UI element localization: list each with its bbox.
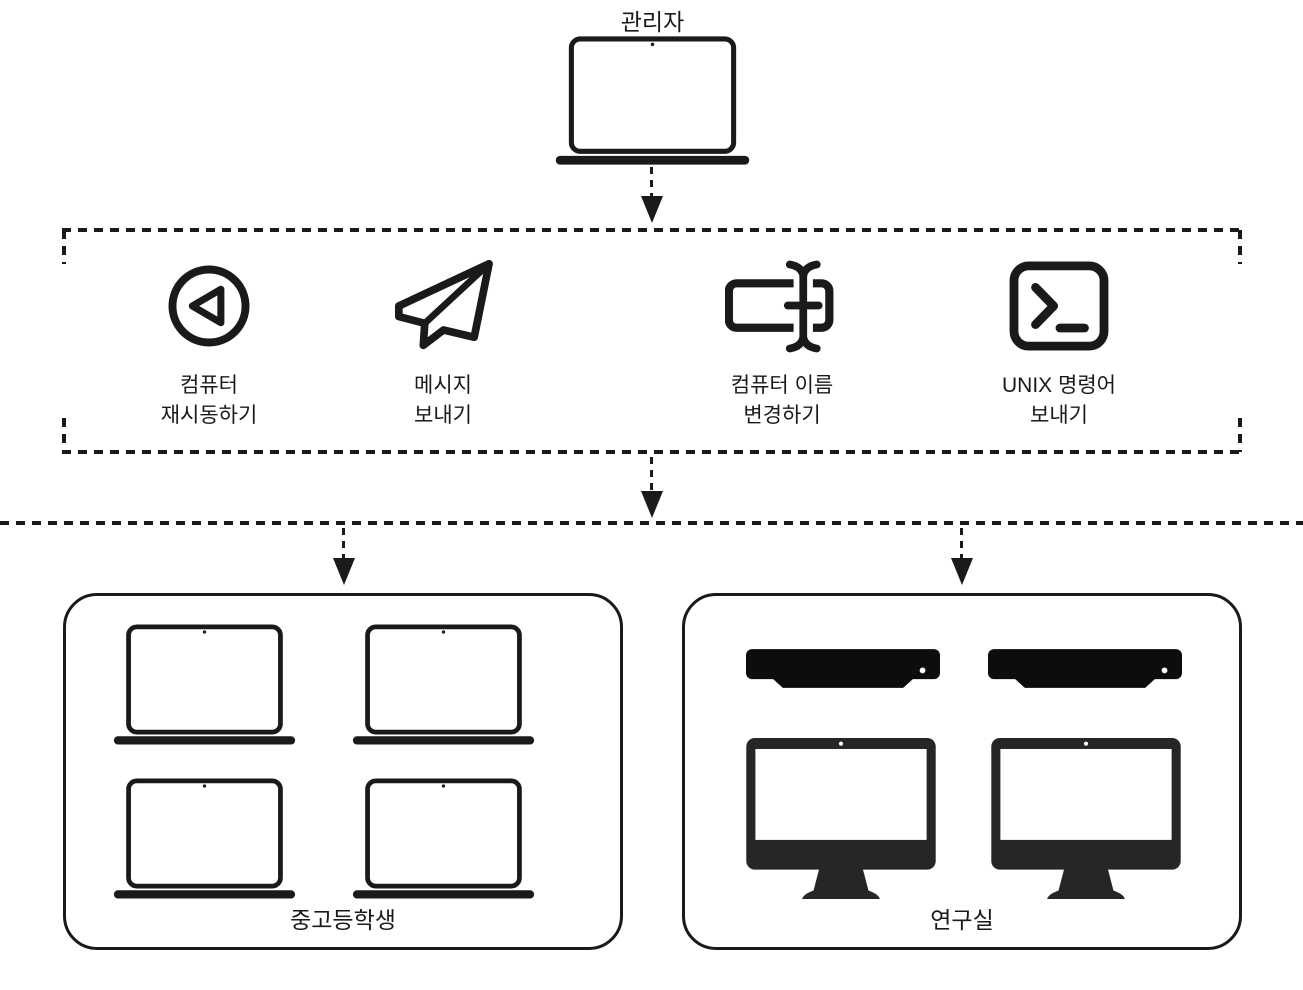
command-label: 컴퓨터 재시동하기 <box>160 374 258 427</box>
restart-icon <box>165 250 253 362</box>
student-laptop-icon <box>352 778 535 899</box>
admin-laptop-icon <box>553 36 752 165</box>
rename-icon <box>725 250 839 362</box>
mac-mini-icon <box>988 649 1182 688</box>
command-label: 메시지 보내기 <box>414 374 472 427</box>
students-group-label: 중고등학생 <box>290 907 396 933</box>
command-label: 컴퓨터 이름 변경하기 <box>730 374 834 427</box>
mac-mini-icon <box>746 649 940 688</box>
imac-icon <box>991 738 1181 899</box>
command-label: UNIX 명령어 보내기 <box>1002 374 1116 427</box>
commands-box-corner <box>62 230 66 264</box>
arrow-to-lab-group <box>960 528 963 560</box>
commands-box-top-border <box>62 228 1242 232</box>
command-send-unix: UNIX 명령어 보내기 <box>939 250 1179 446</box>
students-group-box: 중고등학생 <box>63 593 623 950</box>
network-divider-line <box>0 521 1303 525</box>
command-rename-computer: 컴퓨터 이름 변경하기 <box>662 250 902 446</box>
command-send-message: 메시지 보내기 <box>323 250 563 446</box>
arrowhead-admin-to-commands <box>641 196 663 223</box>
terminal-icon <box>1009 250 1109 362</box>
arrow-admin-to-commands <box>650 167 653 198</box>
arrowhead-to-students-group <box>333 558 355 585</box>
arrowhead-to-lab-group <box>951 558 973 585</box>
commands-box-corner <box>62 418 66 452</box>
commands-container: 컴퓨터 재시동하기 메시지 보내기 <box>62 228 1242 454</box>
command-restart-computer: 컴퓨터 재시동하기 <box>89 250 329 446</box>
student-laptop-icon <box>113 778 296 899</box>
lab-group-box: 연구실 <box>682 593 1242 950</box>
student-laptop-icon <box>113 624 296 745</box>
arrow-to-students-group <box>342 528 345 560</box>
admin-label: 관리자 <box>620 9 685 35</box>
lab-group-label: 연구실 <box>930 907 994 933</box>
commands-box-corner <box>1238 418 1242 452</box>
paper-plane-icon <box>389 250 497 362</box>
arrow-commands-to-groups <box>650 457 653 492</box>
arrowhead-commands-to-groups <box>641 491 663 518</box>
commands-box-corner <box>1238 230 1242 264</box>
imac-icon <box>746 738 936 899</box>
commands-box-bottom-border <box>62 450 1242 454</box>
student-laptop-icon <box>352 624 535 745</box>
